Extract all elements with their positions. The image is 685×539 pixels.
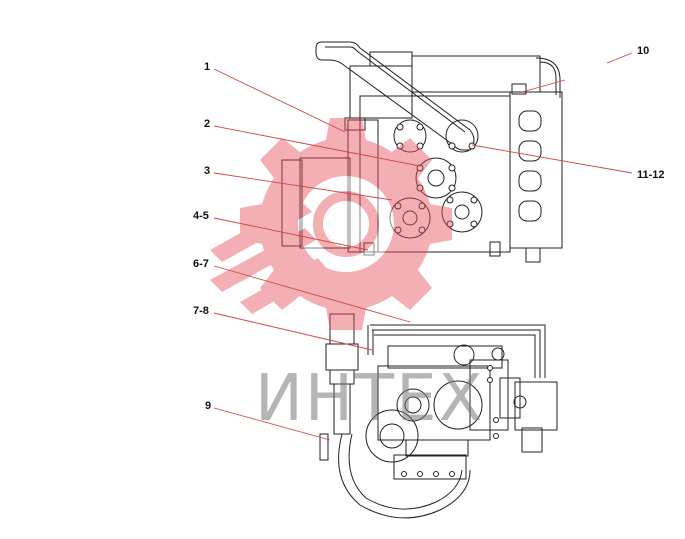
callout-4-5: 4-5 [193,210,209,222]
watermark-text: ИНТЕХ [255,362,485,436]
callout-9: 9 [205,400,212,412]
callout-2: 2 [204,118,211,130]
lower-valve-assembly [319,313,558,519]
callout-11-12: 11-12 [637,169,665,181]
callout-10: 10 [637,45,650,57]
right-port-flanges [518,110,542,222]
manifold-flanges [389,119,483,239]
callout-7-8: 7-8 [193,305,209,317]
callout-6-7: 6-7 [193,258,209,270]
callout-1: 1 [204,61,211,73]
callout-3: 3 [204,165,211,177]
watermark-logo [210,118,452,330]
manifold-bolts [394,123,478,234]
leader-lines [213,52,633,441]
